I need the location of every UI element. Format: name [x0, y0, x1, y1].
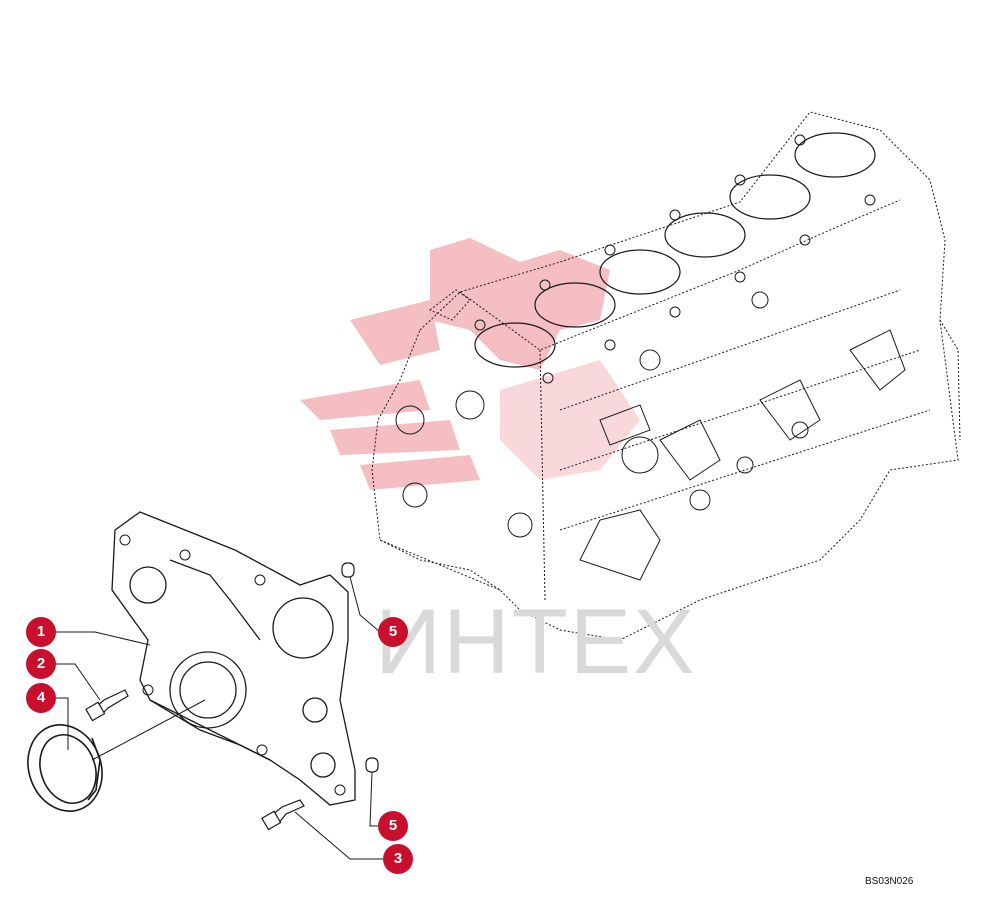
callout-5-lower[interactable]: 5	[378, 811, 408, 841]
watermark-text: ИНТЕХ	[375, 591, 697, 693]
callout-1[interactable]: 1	[26, 617, 56, 647]
callout-5-upper[interactable]: 5	[378, 617, 408, 647]
leader-lines	[56, 576, 383, 860]
callout-4[interactable]: 4	[26, 683, 56, 713]
cylinder-bores	[474, 132, 876, 368]
block-bolt-holes	[395, 134, 876, 538]
engine-block	[371, 111, 961, 641]
watermark-logo	[300, 238, 640, 490]
cover-bolt-2	[85, 689, 129, 722]
front-timing-cover	[111, 511, 356, 806]
crankshaft-oil-seal	[27, 724, 103, 812]
figure-code: BS03N026	[865, 876, 914, 887]
block-cooling-ports	[579, 329, 906, 581]
callout-3[interactable]: 3	[383, 844, 413, 874]
cover-bolt-holes	[119, 534, 346, 796]
cover-bolt-3	[261, 799, 305, 831]
callout-2[interactable]: 2	[26, 649, 56, 679]
